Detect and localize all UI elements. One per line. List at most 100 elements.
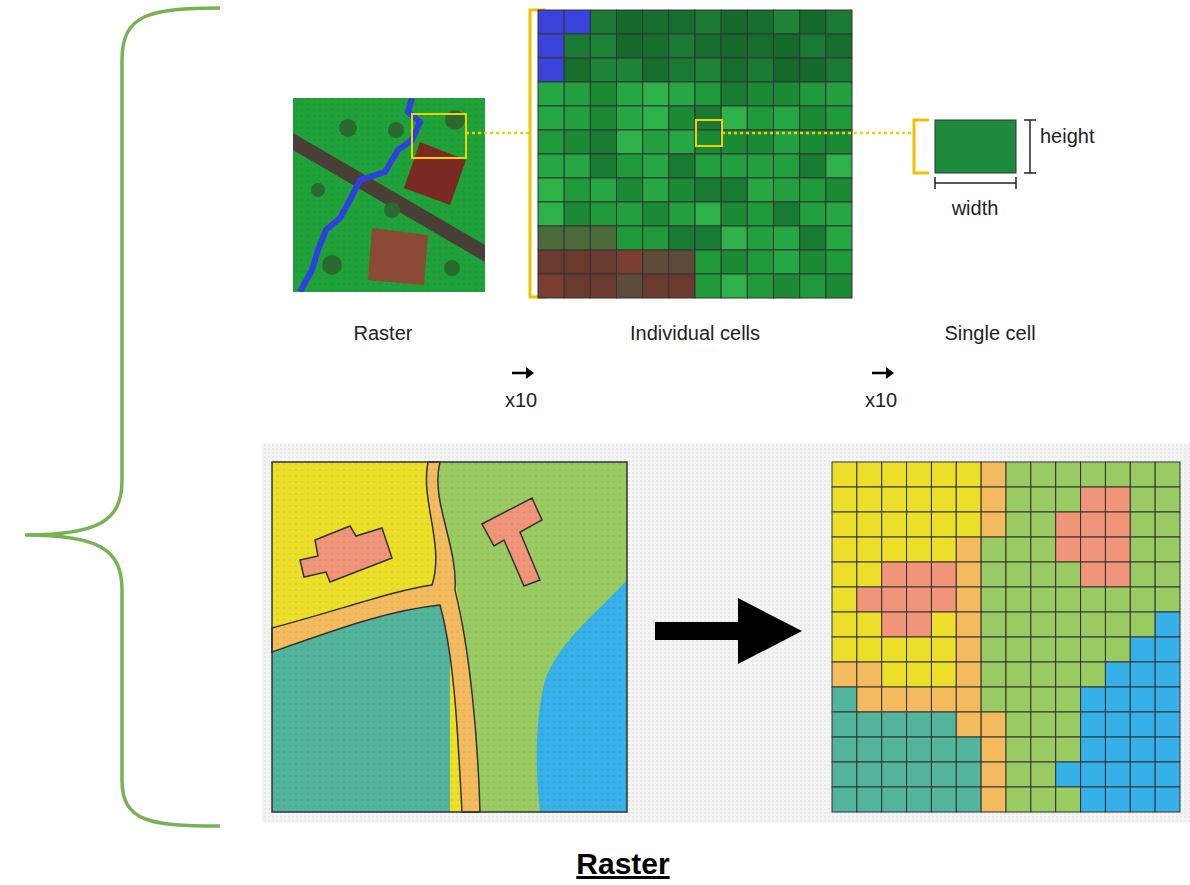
grid-cell xyxy=(774,58,800,82)
grid-cell xyxy=(956,512,981,537)
grid-cell xyxy=(1006,662,1031,687)
grid-cell xyxy=(907,537,932,562)
grid-cell xyxy=(774,82,800,106)
grid-cell xyxy=(1056,537,1081,562)
grid-cell xyxy=(800,178,826,202)
panel xyxy=(262,443,1190,823)
grid-cell xyxy=(956,537,981,562)
grid-cell xyxy=(956,612,981,637)
grid-cell xyxy=(774,106,800,130)
grid-cell xyxy=(590,130,616,154)
grid-cell xyxy=(857,737,882,762)
grid-cell xyxy=(643,250,669,274)
bracket xyxy=(914,120,929,173)
grid-cell xyxy=(956,662,981,687)
grid-cell xyxy=(857,637,882,662)
grid-cell xyxy=(1081,687,1106,712)
grid-cell xyxy=(1081,787,1106,812)
grid-cell xyxy=(774,178,800,202)
grid-cell xyxy=(981,512,1006,537)
grid-cell xyxy=(956,762,981,787)
grid-cell xyxy=(857,587,882,612)
grid-cell xyxy=(882,712,907,737)
grid-cell xyxy=(1006,762,1031,787)
grid-cell xyxy=(774,250,800,274)
grid-cell xyxy=(1006,787,1031,812)
grid-cell xyxy=(669,178,695,202)
grid-cell xyxy=(826,58,852,82)
grid-cell xyxy=(931,687,956,712)
grid-cell xyxy=(669,202,695,226)
grid-cell xyxy=(774,226,800,250)
grid-cell xyxy=(907,762,932,787)
dimension-lines xyxy=(935,120,1036,189)
grid-cell xyxy=(695,106,721,130)
grid-cell xyxy=(857,537,882,562)
grid-cell xyxy=(721,274,747,298)
grid-cell xyxy=(931,737,956,762)
grid-cell xyxy=(1130,612,1155,637)
grid-cell xyxy=(1130,637,1155,662)
grid-cell xyxy=(931,787,956,812)
grid-cell xyxy=(907,687,932,712)
zoom-line xyxy=(466,132,530,135)
grid-cell xyxy=(882,537,907,562)
grid-cell xyxy=(643,106,669,130)
grid-cell xyxy=(1105,637,1130,662)
grid-cell xyxy=(564,34,590,58)
grid-cell xyxy=(617,178,643,202)
grid-cell xyxy=(1081,462,1106,487)
grid-cell xyxy=(882,612,907,637)
grid-cell xyxy=(538,154,564,178)
grid-cell xyxy=(832,612,857,637)
grid-cell xyxy=(882,637,907,662)
grid-cell xyxy=(643,82,669,106)
grid-cell xyxy=(981,662,1006,687)
grid-cell xyxy=(1031,512,1056,537)
raster-picture xyxy=(293,98,485,292)
grid-cell xyxy=(956,687,981,712)
grid-cell xyxy=(832,487,857,512)
grid-cell xyxy=(590,154,616,178)
grid-cell xyxy=(1056,762,1081,787)
grid-cell xyxy=(590,202,616,226)
grid-cell xyxy=(857,712,882,737)
grid-cell xyxy=(538,226,564,250)
grid-cell xyxy=(695,202,721,226)
grid-cell xyxy=(1056,587,1081,612)
grid-cell xyxy=(857,762,882,787)
grid-cell xyxy=(721,154,747,178)
grid-cell xyxy=(882,687,907,712)
grid-cell xyxy=(800,274,826,298)
grid-cell xyxy=(826,178,852,202)
grid-cell xyxy=(1031,462,1056,487)
grid-cell xyxy=(1155,787,1180,812)
grid-cell xyxy=(669,250,695,274)
grid-cell xyxy=(1130,512,1155,537)
grid-cell xyxy=(774,34,800,58)
grid-cell xyxy=(669,154,695,178)
grid-cell xyxy=(1130,487,1155,512)
zoom-line xyxy=(722,132,913,135)
grid-cell xyxy=(857,687,882,712)
grid-cell xyxy=(617,202,643,226)
grid-cell xyxy=(1031,737,1056,762)
grid-cell xyxy=(981,687,1006,712)
grid-cell xyxy=(1056,662,1081,687)
grid-cell xyxy=(617,130,643,154)
grid-cell xyxy=(538,178,564,202)
grid-cell xyxy=(669,58,695,82)
grid-cell xyxy=(538,202,564,226)
grid-cell xyxy=(1006,712,1031,737)
grid-cell xyxy=(981,587,1006,612)
grid-cell xyxy=(1031,487,1056,512)
grid-cell xyxy=(669,274,695,298)
grid-cell xyxy=(538,34,564,58)
grid-cell xyxy=(931,612,956,637)
grid-cell xyxy=(538,82,564,106)
grid-cell xyxy=(1081,612,1106,637)
brace xyxy=(25,8,220,826)
grid-cell xyxy=(747,34,773,58)
grid-cell xyxy=(907,662,932,687)
